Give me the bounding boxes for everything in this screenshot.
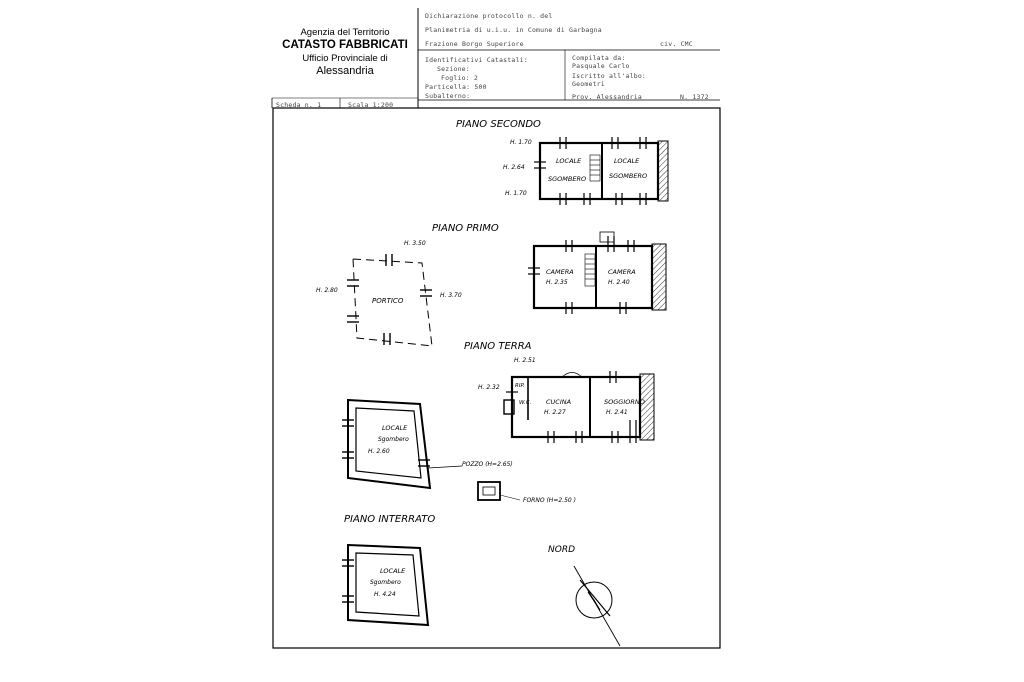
field-compiled-by: Compilata da: bbox=[572, 54, 626, 62]
north-arrow-icon bbox=[573, 565, 621, 647]
height-t1: H. 2.51 bbox=[514, 357, 536, 364]
field-address: Frazione Borgo Superiore bbox=[425, 40, 524, 48]
field-sezione: Sezione: bbox=[437, 65, 470, 73]
height-p5: H. 2.40 bbox=[608, 279, 630, 286]
room-sgombero-2: SGOMBERO bbox=[609, 172, 647, 180]
room-cucina: CUCINA bbox=[546, 398, 571, 406]
room-locale-interrato: LOCALE bbox=[380, 567, 406, 575]
label-nord: NORD bbox=[548, 545, 575, 555]
field-subalterno: Subalterno: bbox=[425, 92, 471, 100]
field-location: Planimetria di u.i.u. in Comune di Garba… bbox=[425, 26, 602, 34]
room-sgombero-terra: Sgombero bbox=[378, 436, 409, 443]
field-particella: Particella: 500 bbox=[425, 83, 487, 91]
height-p1: H. 3.50 bbox=[404, 240, 426, 247]
office-header: Agenzia del Territorio CATASTO FABBRICAT… bbox=[280, 26, 410, 78]
room-camera-2: CAMERA bbox=[608, 268, 636, 276]
drawing-frame bbox=[272, 107, 721, 649]
height-t4: H. 2.41 bbox=[606, 409, 628, 416]
office-agency: Agenzia del Territorio bbox=[300, 27, 390, 38]
height-s3: H. 1.70 bbox=[505, 190, 527, 197]
room-soggiorno: SOGGIORNO bbox=[604, 398, 645, 406]
height-s2: H. 2.64 bbox=[503, 164, 525, 171]
field-number: N. 1372 bbox=[680, 93, 709, 101]
field-sheet: Scheda n. 1 bbox=[276, 101, 322, 109]
height-t5: H. 2.60 bbox=[368, 448, 390, 455]
height-i1: H. 4.24 bbox=[374, 591, 396, 598]
room-camera-1: CAMERA bbox=[546, 268, 574, 276]
pozzo-forno-plan bbox=[427, 465, 521, 501]
second-floor-plan bbox=[534, 137, 669, 205]
room-locale-1: LOCALE bbox=[556, 157, 582, 165]
field-register-value: Geometri bbox=[572, 80, 605, 88]
title-first-floor: PIANO PRIMO bbox=[432, 223, 499, 234]
height-p4: H. 2.35 bbox=[546, 279, 568, 286]
field-register: Iscritto all'albo: bbox=[572, 72, 647, 80]
field-province: Prov. Alessandria bbox=[572, 93, 642, 101]
label-forno: FORNO (H=2.50 ) bbox=[523, 497, 576, 504]
office-catasto: CATASTO FABBRICATI bbox=[282, 39, 408, 51]
title-basement: PIANO INTERRATO bbox=[344, 514, 435, 525]
office-city: Alessandria bbox=[316, 65, 374, 77]
field-scale: Scala 1:200 bbox=[348, 101, 394, 109]
field-civic: civ. CMC bbox=[660, 40, 693, 48]
room-wc: W.C. bbox=[519, 400, 532, 406]
height-t2: H. 2.32 bbox=[478, 384, 500, 391]
room-portico: PORTICO bbox=[372, 297, 404, 305]
label-pozzo: POZZO (H=2.65) bbox=[462, 461, 513, 468]
title-ground-floor: PIANO TERRA bbox=[464, 341, 532, 352]
title-second-floor: PIANO SECONDO bbox=[456, 119, 541, 130]
room-rip: RIP. bbox=[515, 383, 525, 389]
basement-plan bbox=[342, 543, 430, 627]
header-frame bbox=[271, 8, 720, 108]
field-protocol: Dichiarazione protocollo n. del bbox=[425, 12, 553, 20]
field-foglio: Foglio: 2 bbox=[441, 74, 479, 82]
room-sgombero-1: SGOMBERO bbox=[548, 175, 586, 183]
field-identifiers: Identificativi Catastali: bbox=[425, 56, 528, 64]
height-p3: H. 3.70 bbox=[440, 292, 462, 299]
height-t3: H. 2.27 bbox=[544, 409, 566, 416]
height-s1: H. 1.70 bbox=[510, 139, 532, 146]
office-ufficio: Ufficio Provinciale di bbox=[302, 53, 388, 64]
ground-floor-storage-plan bbox=[342, 398, 432, 490]
height-p2: H. 2.80 bbox=[316, 287, 338, 294]
ground-floor-house-plan bbox=[503, 371, 655, 443]
first-floor-portico-plan bbox=[347, 254, 433, 347]
room-locale-2: LOCALE bbox=[614, 157, 640, 165]
first-floor-rooms-plan bbox=[528, 231, 667, 314]
room-locale-terra: LOCALE bbox=[382, 424, 408, 432]
room-sgombero-interrato: Sgombero bbox=[370, 579, 401, 586]
field-compiler-name: Pasquale Carlo bbox=[572, 62, 630, 70]
